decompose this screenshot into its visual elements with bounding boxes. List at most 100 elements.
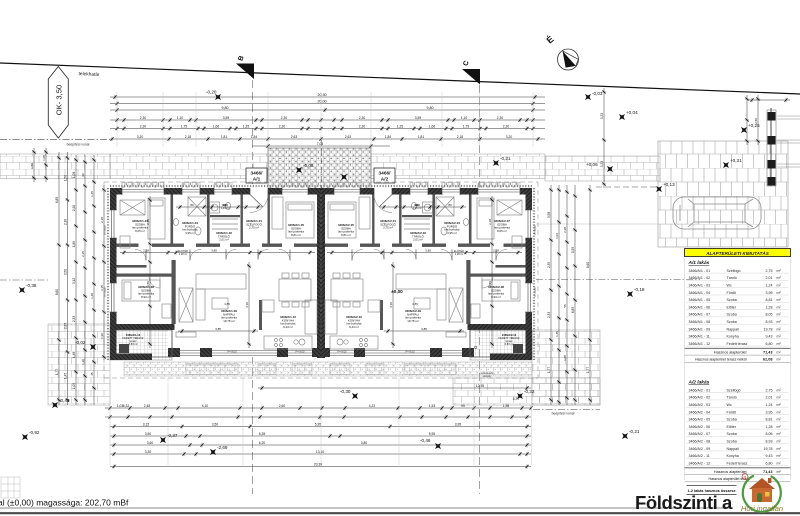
svg-text:Szélfogó: Szélfogó: [727, 388, 741, 392]
svg-text:3,60: 3,60: [147, 441, 154, 445]
svg-text:-0,06: -0,06: [303, 163, 314, 168]
svg-text:m²: m²: [777, 269, 782, 273]
svg-text:m²: m²: [777, 403, 782, 407]
svg-text:4,10: 4,10: [202, 404, 209, 408]
svg-text:3,33: 3,33: [600, 113, 604, 120]
svg-text:P= 8,00: P= 8,00: [295, 350, 305, 354]
svg-text:FÜRDŐ: FÜRDŐ: [185, 223, 196, 228]
svg-text:+0,25: +0,25: [748, 123, 760, 128]
svg-text:20,00: 20,00: [318, 99, 327, 103]
svg-text:3466/A/2-09: 3466/A/2-09: [405, 309, 421, 313]
svg-text:1,24: 1,24: [766, 403, 773, 407]
svg-text:2,18: 2,18: [457, 135, 464, 139]
svg-text:3466/A/2 - 03: 3466/A/2 - 03: [689, 403, 711, 407]
svg-text:SZÉLFOGÓ: SZÉLFOGÓ: [380, 221, 396, 226]
svg-text:-0,03: -0,03: [592, 91, 603, 96]
svg-text:ker.burkolat: ker.burkolat: [445, 228, 460, 232]
svg-text:P= 8,00: P= 8,00: [533, 225, 537, 235]
svg-text:9,43: 9,43: [766, 335, 773, 339]
svg-text:3466/A/1 - 04: 3466/A/1 - 04: [689, 291, 711, 295]
svg-text:ELŐTÉR: ELŐTÉR: [178, 250, 188, 253]
svg-text:1,13: 1,13: [222, 203, 228, 207]
svg-text:3466/A/2 - 06: 3466/A/2 - 06: [689, 425, 711, 429]
svg-text:8,05: 8,05: [766, 432, 773, 436]
svg-text:95: 95: [461, 404, 465, 408]
svg-text:2,33: 2,33: [72, 316, 76, 322]
svg-text:Wc: Wc: [727, 284, 732, 288]
svg-text:3466/A/1 - 07: 3466/A/1 - 07: [689, 313, 711, 317]
svg-text:m²: m²: [777, 327, 782, 331]
svg-text:m²: m²: [777, 305, 782, 309]
svg-text:3466/A/2-10: 3466/A/2-10: [346, 315, 362, 319]
svg-text:terasz: terasz: [129, 339, 137, 343]
svg-text:1,50: 1,50: [30, 163, 34, 169]
svg-text:2,35: 2,35: [63, 323, 67, 329]
svg-text:+0,13: +0,13: [663, 182, 675, 187]
svg-text:8,81 m²: 8,81 m²: [291, 233, 301, 237]
svg-text:m²: m²: [777, 357, 782, 361]
svg-text:m²: m²: [777, 291, 782, 295]
svg-text:Előtér: Előtér: [727, 305, 737, 309]
svg-text:6,20: 6,20: [259, 441, 266, 445]
svg-text:Szoba: Szoba: [727, 313, 737, 317]
svg-text:1,25: 1,25: [397, 124, 404, 128]
svg-text:8,81 m²: 8,81 m²: [341, 233, 351, 237]
svg-text:3,12: 3,12: [72, 278, 76, 284]
svg-text:3,30: 3,30: [145, 450, 152, 454]
svg-text:3,85: 3,85: [425, 248, 431, 252]
svg-text:m²: m²: [777, 440, 782, 444]
svg-text:3466/A/1 - 01: 3466/A/1 - 01: [689, 269, 711, 273]
svg-text:19,78 m²: 19,78 m²: [407, 319, 418, 323]
svg-text:telekhatár: telekhatár: [78, 71, 100, 78]
svg-text:3,50: 3,50: [63, 269, 67, 275]
svg-text:2,35: 2,35: [81, 251, 85, 257]
svg-text:1,24: 1,24: [766, 284, 773, 288]
svg-text:NAPPALI: NAPPALI: [223, 312, 235, 316]
svg-text:-2,69: -2,69: [217, 445, 228, 450]
svg-text:2,01: 2,01: [766, 276, 773, 280]
svg-text:2,30: 2,30: [279, 124, 286, 128]
svg-text:1,08: 1,08: [72, 172, 76, 178]
svg-text:SZOBA: SZOBA: [135, 222, 145, 226]
svg-text:1,05: 1,05: [72, 383, 76, 389]
svg-text:m²: m²: [777, 470, 782, 474]
svg-text:C: C: [462, 60, 470, 67]
svg-text:3466/A/2-04: 3466/A/2-04: [444, 221, 460, 225]
svg-text:2,75: 2,75: [766, 388, 773, 392]
svg-text:FEDETT TERASZ: FEDETT TERASZ: [123, 336, 144, 340]
svg-text:Szélfogó: Szélfogó: [727, 269, 741, 273]
svg-text:3466/A/1 - 05: 3466/A/1 - 05: [689, 298, 711, 302]
svg-text:5,95: 5,95: [315, 422, 322, 426]
svg-text:2,75 m²: 2,75 m²: [383, 226, 393, 230]
svg-text:3466/A/1 - 03: 3466/A/1 - 03: [689, 284, 711, 288]
svg-text:szegély: szegély: [483, 374, 492, 378]
svg-text:2,18: 2,18: [185, 135, 192, 139]
svg-text:8,60: 8,60: [586, 262, 590, 268]
svg-text:3466/A/1-09: 3466/A/1-09: [221, 309, 237, 313]
svg-text:80: 80: [190, 203, 194, 207]
svg-text:m²: m²: [777, 432, 782, 436]
svg-text:1,77: 1,77: [547, 367, 551, 373]
svg-text:3,95 m²: 3,95 m²: [185, 231, 195, 235]
svg-text:1,13: 1,13: [414, 203, 420, 207]
svg-text:6,80 m²: 6,80 m²: [505, 342, 514, 346]
svg-text:1,10: 1,10: [177, 116, 184, 120]
svg-text:m²: m²: [777, 298, 782, 302]
svg-text:90: 90: [81, 173, 85, 177]
svg-text:+0,31: +0,31: [730, 158, 742, 163]
svg-text:1,89: 1,89: [72, 241, 76, 247]
svg-text:3466/A/2 - 11: 3466/A/2 - 11: [689, 454, 710, 458]
svg-text:3,20: 3,20: [506, 135, 513, 139]
svg-text:3466/A/1 - 06: 3466/A/1 - 06: [689, 305, 711, 309]
svg-text:3466/A/1-01: 3466/A/1-01: [246, 219, 262, 223]
svg-text:beépítési vonal: beépítési vonal: [67, 142, 90, 146]
svg-text:Szoba: Szoba: [727, 418, 737, 422]
svg-text:45: 45: [90, 372, 94, 376]
svg-text:m²: m²: [777, 447, 782, 451]
svg-text:1,81: 1,81: [221, 135, 228, 139]
svg-text:lam.parketta: lam.parketta: [494, 226, 510, 230]
svg-text:Wc: Wc: [727, 403, 732, 407]
svg-text:2,38: 2,38: [563, 227, 567, 233]
svg-text:3466/A/2-01: 3466/A/2-01: [380, 219, 396, 223]
svg-text:1,28 m²: 1,28 m²: [179, 253, 188, 256]
